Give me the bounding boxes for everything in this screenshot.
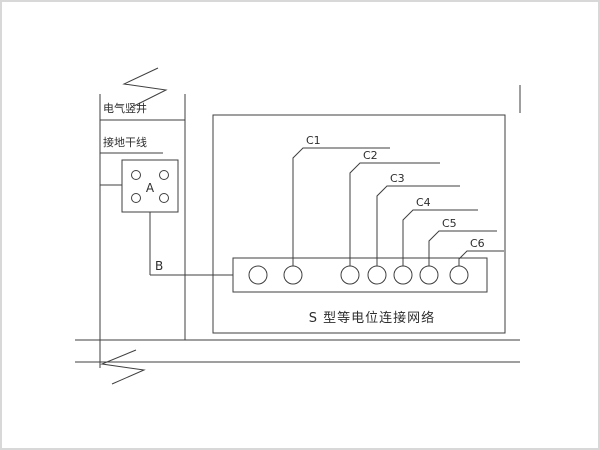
terminal-label-c3: C3 [390,172,405,185]
device-a-label: A [146,181,155,195]
bonding-terminal-circle [449,265,469,285]
bonding-terminal-circle [367,265,387,285]
shaft-label: 电气竖井 [103,101,147,115]
device-a-terminal-hole [159,193,169,203]
ground-trunk-label: 接地干线 [103,135,147,149]
bonding-terminal-circle [393,265,413,285]
terminal-leader-c4 [402,209,478,266]
terminal-label-c1: C1 [306,134,321,147]
bonding-terminal-circle [419,265,439,285]
device-a-terminal-hole [159,170,169,180]
bonding-terminal-circle [283,265,303,285]
terminal-label-c6: C6 [470,237,485,250]
terminal-label-c2: C2 [363,149,378,162]
terminal-label-c5: C5 [442,217,457,230]
terminal-leader-c6 [458,250,504,266]
terminal-leader-c2 [349,162,440,266]
shaft-bottom-break-symbol [100,349,146,385]
device-a-terminal-hole [131,193,141,203]
terminal-leader-c3 [376,185,460,266]
point-b-label: B [155,259,163,273]
bonding-terminal-circle [340,265,360,285]
terminal-label-c4: C4 [416,196,431,209]
network-title: S 型等电位连接网络 [309,310,435,326]
device-a-box [121,159,179,213]
terminal-leader-c1 [292,147,390,266]
device-a-terminal-hole [131,170,141,180]
terminal-leader-c5 [428,230,497,266]
bonding-terminal-circle [248,265,268,285]
network-enclosure-box [212,114,506,334]
shaft-top-break-symbol [122,67,168,107]
bonding-bar [232,257,488,293]
